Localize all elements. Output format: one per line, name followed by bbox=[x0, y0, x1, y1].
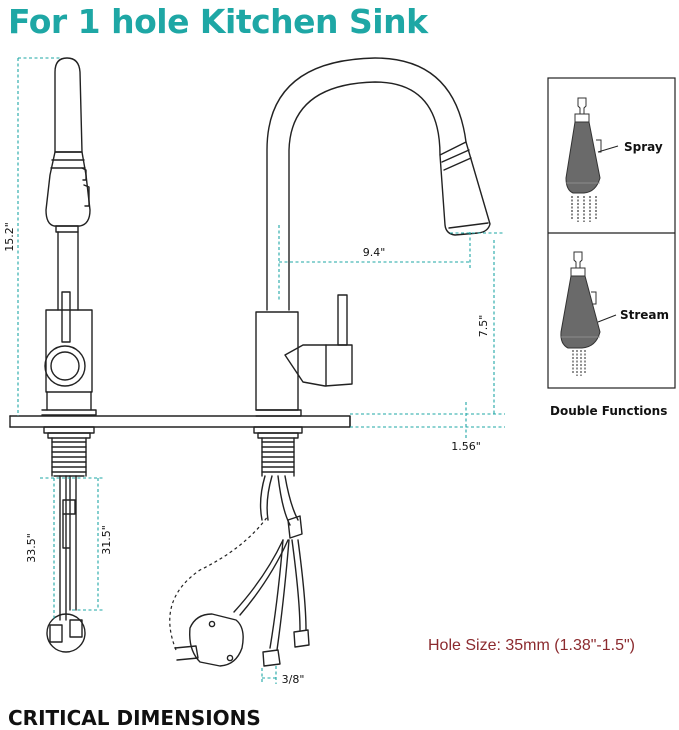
hose-path-dashed bbox=[169, 515, 269, 651]
dim-deck-label: 1.56" bbox=[451, 440, 481, 453]
front-view-faucet bbox=[9, 57, 491, 667]
dim-hose-long-label: 33.5" bbox=[25, 533, 38, 563]
dimension-lines bbox=[17, 57, 505, 684]
side-view-faucet bbox=[41, 57, 97, 653]
dim-connector-label: 3/8" bbox=[282, 673, 305, 686]
double-functions-caption: Double Functions bbox=[550, 404, 668, 418]
dim-reach-label: 9.4" bbox=[363, 246, 386, 259]
dim-height-label: 15.2" bbox=[3, 222, 16, 252]
stream-label: Stream bbox=[620, 308, 669, 322]
critical-dimensions-heading: CRITICAL DIMENSIONS bbox=[8, 706, 261, 730]
dim-clearance-label: 7.5" bbox=[477, 315, 490, 338]
spray-head-icon bbox=[565, 97, 619, 222]
page-title: For 1 hole Kitchen Sink bbox=[8, 2, 428, 41]
dim-hose-short-label: 31.5" bbox=[100, 525, 113, 555]
stream-head-icon bbox=[560, 251, 617, 376]
spray-label: Spray bbox=[624, 140, 663, 154]
hole-size-note: Hole Size: 35mm (1.38"-1.5") bbox=[428, 637, 635, 654]
functions-box: Spray Stream bbox=[547, 77, 676, 389]
